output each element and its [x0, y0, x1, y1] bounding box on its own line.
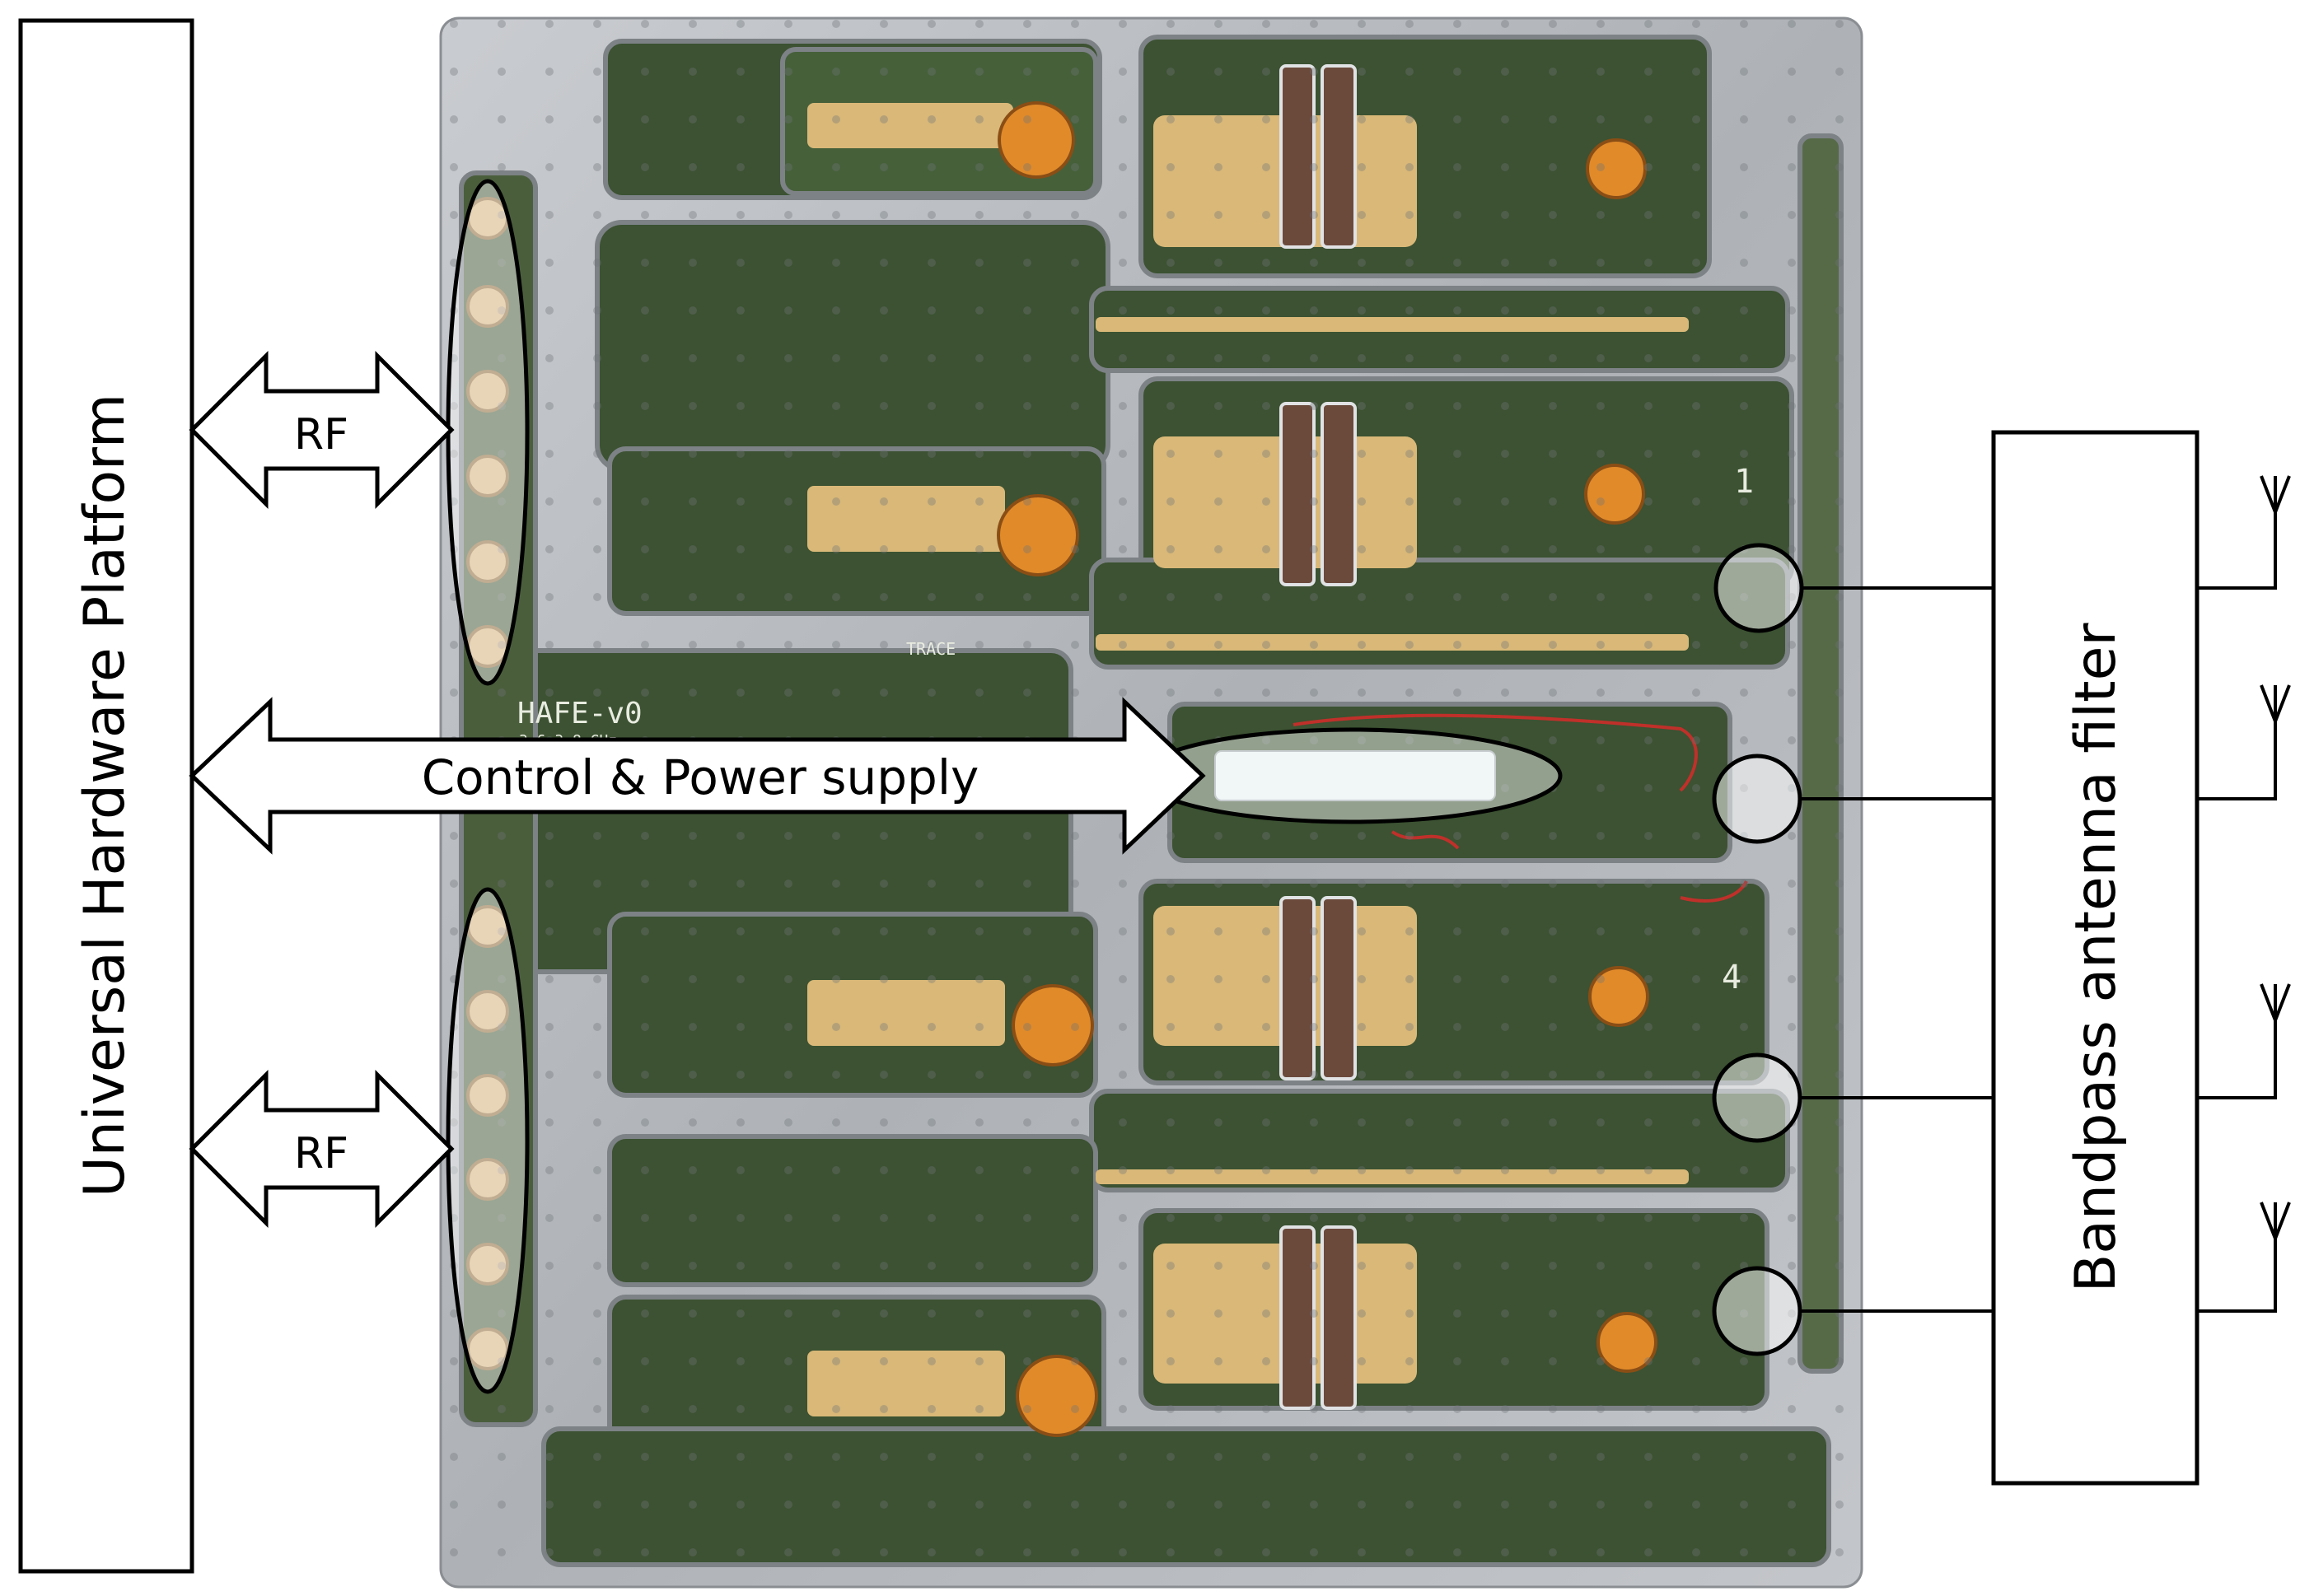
highlight-ellipses	[446, 179, 1563, 1394]
antenna-port-2	[1712, 754, 1802, 844]
antenna-port-3	[1712, 1052, 1802, 1143]
antenna-icon	[2197, 983, 2291, 1099]
control-power-arrow: Control & Power supply	[189, 697, 1206, 855]
antenna-icon	[2197, 1202, 2291, 1313]
channel-mark-4: 4	[1722, 959, 1741, 996]
antenna-port-circles	[1712, 543, 1804, 1356]
universal-hardware-platform-label: Universal Hardware Platform	[72, 394, 138, 1197]
silkscreen-trace: TRACE	[906, 639, 956, 659]
channel-mark-1: 1	[1734, 463, 1754, 501]
antenna-port-4	[1712, 1266, 1802, 1356]
silkscreen-title: HAFE-v0	[517, 697, 643, 730]
rf-arrow-bottom: RF	[189, 1069, 455, 1229]
led-strip	[1214, 750, 1496, 801]
rf-arrow-top-label: RF	[294, 410, 348, 460]
rf-arrow-bottom-label: RF	[294, 1129, 348, 1178]
rf-connectors-top-highlight	[446, 179, 530, 686]
port-connection-lines	[1800, 586, 1994, 1313]
universal-hardware-platform-block: Universal Hardware Platform	[18, 18, 194, 1574]
antenna-symbols	[2197, 475, 2291, 1313]
antenna-port-1	[1713, 543, 1804, 633]
rf-connectors-bottom-highlight	[446, 887, 530, 1394]
rf-arrow-top: RF	[189, 350, 455, 510]
bandpass-antenna-filter-label: Bandpass antenna filter	[2064, 623, 2129, 1293]
bandpass-antenna-filter-block: Bandpass antenna filter	[1991, 430, 2199, 1486]
antenna-icon	[2197, 475, 2291, 590]
antenna-icon	[2197, 684, 2291, 800]
control-power-arrow-label: Control & Power supply	[422, 749, 979, 805]
